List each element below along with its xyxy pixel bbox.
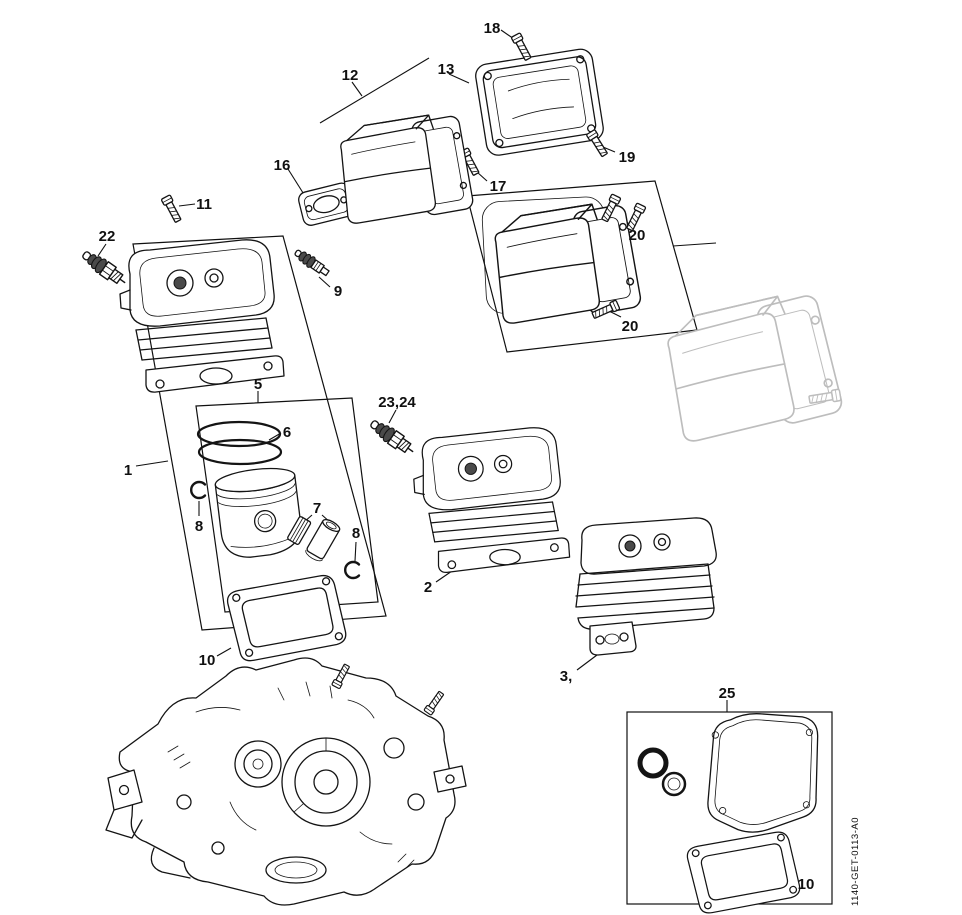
decompression-valve-illustration [294,249,330,277]
piston-rings-illustration [196,420,283,466]
leader-line [97,243,107,257]
callout-22: 22 [99,228,116,245]
screw-illustration-19 [585,128,610,159]
leader-line [287,168,306,197]
leader-line [435,570,453,583]
callout-3: 3, [560,668,573,685]
leader-line [135,460,169,467]
leader-line [351,81,363,97]
callout-8b: 8 [352,525,360,542]
leader-line [448,73,470,84]
piston-kit-frame [195,397,379,613]
callout-11: 11 [196,196,212,213]
cylinder-assembly-frame [132,235,387,631]
callout-10a: 10 [199,652,216,669]
callout-20b: 20 [622,318,639,335]
callout-20a: 20 [629,227,646,244]
callout-1: 1 [124,462,132,479]
callout-7: 7 [313,500,321,517]
callout-25: 25 [719,685,736,702]
callout-13: 13 [438,61,455,78]
callout-12: 12 [342,67,359,84]
circlip-illustration-right [343,560,361,580]
callout-16: 16 [274,157,291,174]
oil-seal-illustration-large [637,747,669,779]
callout-10b: 10 [798,876,815,893]
callout-2: 2 [424,579,432,596]
cylinder-gasket-illustration-2 [685,829,802,915]
leader-line [318,276,331,288]
callout-9: 9 [334,283,342,300]
leader-line [672,242,717,247]
leader-line [602,146,616,153]
leader-line [178,203,196,207]
callout-18: 18 [484,20,501,37]
callout-19: 19 [619,149,636,166]
document-code: 1140-GET-0113-A0 [850,817,861,906]
wrist-pin-illustration [305,518,341,562]
muffler-cover-illustration [475,48,604,156]
cylinder-illustration-2 [413,427,571,574]
crankcase-gasket-illustration [707,713,819,833]
leader-line [216,647,232,657]
cylinder-illustration-3 [575,517,717,656]
callout-5: 5 [254,376,262,393]
bracket-line [319,57,430,124]
leader-line [476,171,488,182]
callout-6: 6 [283,424,291,441]
spark-plug-illustration-22 [78,246,130,290]
screw-illustration-11 [160,194,184,224]
piston-illustration [214,467,302,558]
spark-plug-illustration-23-24 [366,415,418,459]
needle-bearing-illustration [287,516,312,545]
cylinder-illustration-1 [119,239,285,393]
callout-23-24: 23,24 [378,394,416,411]
muffler-illustration [338,112,476,225]
screw-illustration-18 [510,32,534,62]
cylinder-gasket-illustration [225,573,349,664]
leader-line [354,541,357,562]
crankcase-illustration [105,657,467,906]
callout-17: 17 [490,178,507,195]
ghost-muffler-illustration [663,289,847,444]
callout-8a: 8 [195,518,203,535]
leader-line [388,409,397,424]
muffler-assembly-illustration [481,196,644,325]
circlip-illustration-left [189,480,207,500]
callout-labels: 18 12 13 16 17 19 11 22 9 20 20 23,24 5 … [99,20,815,893]
oil-seal-illustration-small [661,771,687,797]
